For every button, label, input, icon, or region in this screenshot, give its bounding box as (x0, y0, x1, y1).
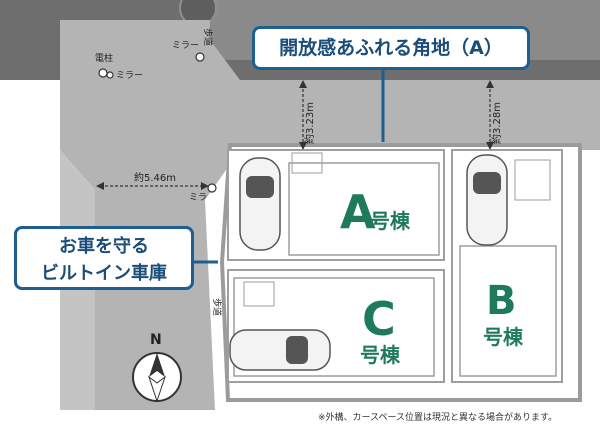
north-arrow-icon (132, 352, 182, 403)
disclaimer-note: ※外構、カースペース位置は現況と異なる場合があります。 (318, 413, 558, 423)
measure-side-label: 約5.46m (134, 171, 176, 184)
mirror-marker-top (195, 52, 205, 62)
lot-c-porch (243, 281, 275, 307)
callout-builtin-line1: お車を守る (59, 236, 149, 257)
lot-a-porch (291, 152, 323, 174)
mirror-label-right: ミラ (189, 192, 207, 203)
mirror-marker-left (106, 71, 114, 79)
measure-top-right (486, 80, 494, 150)
lot-c-suffix: 号棟 (360, 343, 401, 367)
car-c (229, 329, 331, 371)
lot-c-letter: C (362, 292, 396, 346)
lot-b-porch (514, 159, 551, 201)
utility-pole-label: 電柱 (95, 52, 113, 64)
walkway-label-side: 歩道 (211, 298, 223, 316)
callout-corner-lot: 開放感あふれる角地（A） (252, 26, 530, 70)
lot-b-suffix: 号棟 (483, 325, 524, 349)
mirror-marker-right (207, 183, 217, 193)
road (60, 20, 600, 410)
car-a (239, 157, 281, 251)
lot-a-house (288, 162, 440, 256)
car-b (466, 154, 508, 246)
utility-pole-marker (98, 68, 108, 78)
measure-top-left-label: 約3.23m (303, 102, 316, 144)
mirror-label-top: ミラー (172, 40, 199, 51)
lot-a-suffix: 号棟 (370, 209, 411, 233)
mirror-label-left: ミラー (116, 70, 143, 81)
callout-builtin-line2: ビルトイン車庫 (41, 263, 167, 284)
measure-side (96, 182, 209, 190)
callout-builtin-garage: お車を守る ビルトイン車庫 (14, 226, 194, 290)
measure-top-left (299, 80, 307, 150)
north-label: N (150, 332, 162, 348)
lot-b-house (459, 245, 557, 377)
lot-a-letter: A (340, 185, 376, 239)
walkway-label-top: 歩道 (202, 28, 214, 46)
lot-b-letter: B (486, 278, 517, 324)
measure-top-right-label: 約3.28m (490, 102, 503, 144)
